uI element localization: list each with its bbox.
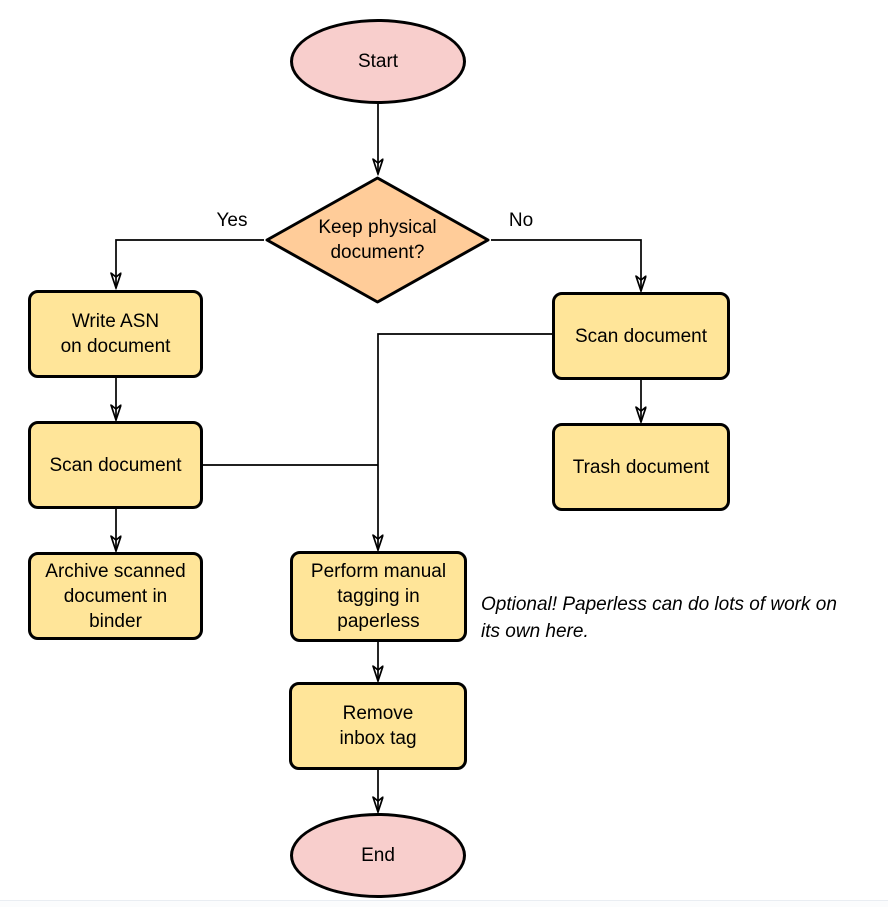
node-scan-document-right: Scan document bbox=[552, 292, 730, 380]
node-decision: Keep physical document? bbox=[264, 175, 491, 305]
edge-scan-right-to-tagging bbox=[378, 333, 552, 550]
decision-label: Keep physical document? bbox=[318, 217, 437, 263]
edge-decision-to-write-asn bbox=[116, 239, 264, 288]
node-start: Start bbox=[290, 19, 466, 104]
edge-decision-to-scan-right bbox=[491, 239, 641, 291]
edge-label-yes: Yes bbox=[204, 209, 260, 233]
node-end: End bbox=[290, 813, 466, 898]
node-write-asn: Write ASN on document bbox=[28, 290, 203, 378]
decision-diamond-shape bbox=[265, 176, 490, 304]
node-manual-tagging: Perform manual tagging in paperless bbox=[290, 551, 467, 642]
node-scan-document-left: Scan document bbox=[28, 421, 203, 509]
annotation-optional-note: Optional! Paperless can do lots of work … bbox=[481, 594, 837, 642]
bottom-margin bbox=[0, 901, 888, 907]
node-archive-binder: Archive scanned document in binder bbox=[28, 552, 203, 640]
bottom-hairline bbox=[0, 900, 888, 901]
edge-label-no: No bbox=[493, 209, 549, 233]
node-remove-inbox-tag: Remove inbox tag bbox=[289, 682, 467, 770]
node-trash-document: Trash document bbox=[552, 423, 730, 511]
